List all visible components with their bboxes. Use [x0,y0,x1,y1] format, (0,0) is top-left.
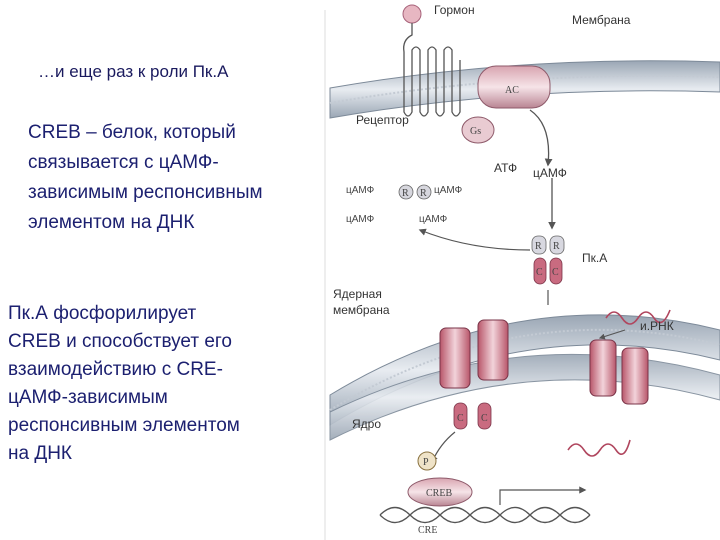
nuclear-membrane-label: мембрана [333,303,390,317]
hormone-label: Гормон [434,3,475,17]
atp-label: АТФ [494,161,517,175]
pka-phosphorylation-text: Пк.А фосфорилирует CREB и способствует е… [8,300,308,468]
g-protein [461,116,495,144]
camp-label: цАМФ [434,185,463,196]
dna-helix [379,486,591,524]
phosphate-group [417,451,437,471]
catalytic-subunits [453,402,492,430]
catalytic-subunit-label: C [457,413,464,424]
text-line: CREB и способствует его [8,331,232,352]
protein-kinase-a [531,235,565,285]
nuclear-pore [439,319,509,389]
regulatory-subunit-label: R [420,188,427,199]
camp-label: цАМФ [346,214,375,225]
camp-label: цАМФ [346,185,375,196]
phosphate-label: P [423,457,429,468]
regulatory-subunit-label: R [553,241,560,252]
creb-label: CREB [426,488,452,499]
receptor [402,4,461,117]
text-line: цАМФ-зависимым [8,387,168,408]
text-line: связывается с цАМФ- [28,152,219,173]
cre-label: CRE [418,525,437,536]
nuclear-pore [589,339,649,405]
regulatory-subunit-label: R [402,188,409,199]
text-line: респонсивным элементом [8,415,240,436]
camp-label: цАМФ [533,166,567,180]
text-line: на ДНК [8,443,72,464]
gs-label: Gs [470,126,481,137]
catalytic-subunit-label: C [481,413,488,424]
text-line: зависимым респонсивным [28,182,263,203]
ac-label: AC [505,85,519,96]
creb-protein [407,477,473,507]
text-line: CREB – белок, который [28,122,236,143]
creb-definition-text: CREB – белок, который связывается с цАМФ… [28,118,338,238]
text-line: взаимодействию с CRE- [8,359,223,380]
nuclear-membrane-label: Ядерная [333,287,382,301]
membrane-label: Мембрана [572,13,631,27]
regulatory-subunit-label: R [535,241,542,252]
catalytic-subunit-label: C [552,267,559,278]
camp-label: цАМФ [419,214,448,225]
text-line: Пк.А фосфорилирует [8,303,197,324]
nucleus-label: Ядро [352,417,381,431]
slide-title: …и еще раз к роли Пк.А [38,62,229,81]
receptor-label: Рецептор [356,113,409,127]
pka-label: Пк.А [582,251,607,265]
adenylate-cyclase [477,65,551,109]
camp-regulatory-subunits [398,184,432,200]
text-line: элементом на ДНК [28,212,195,233]
mrna-label: и.РНК [640,319,674,333]
catalytic-subunit-label: C [536,267,543,278]
nuclear-membrane [329,314,720,441]
